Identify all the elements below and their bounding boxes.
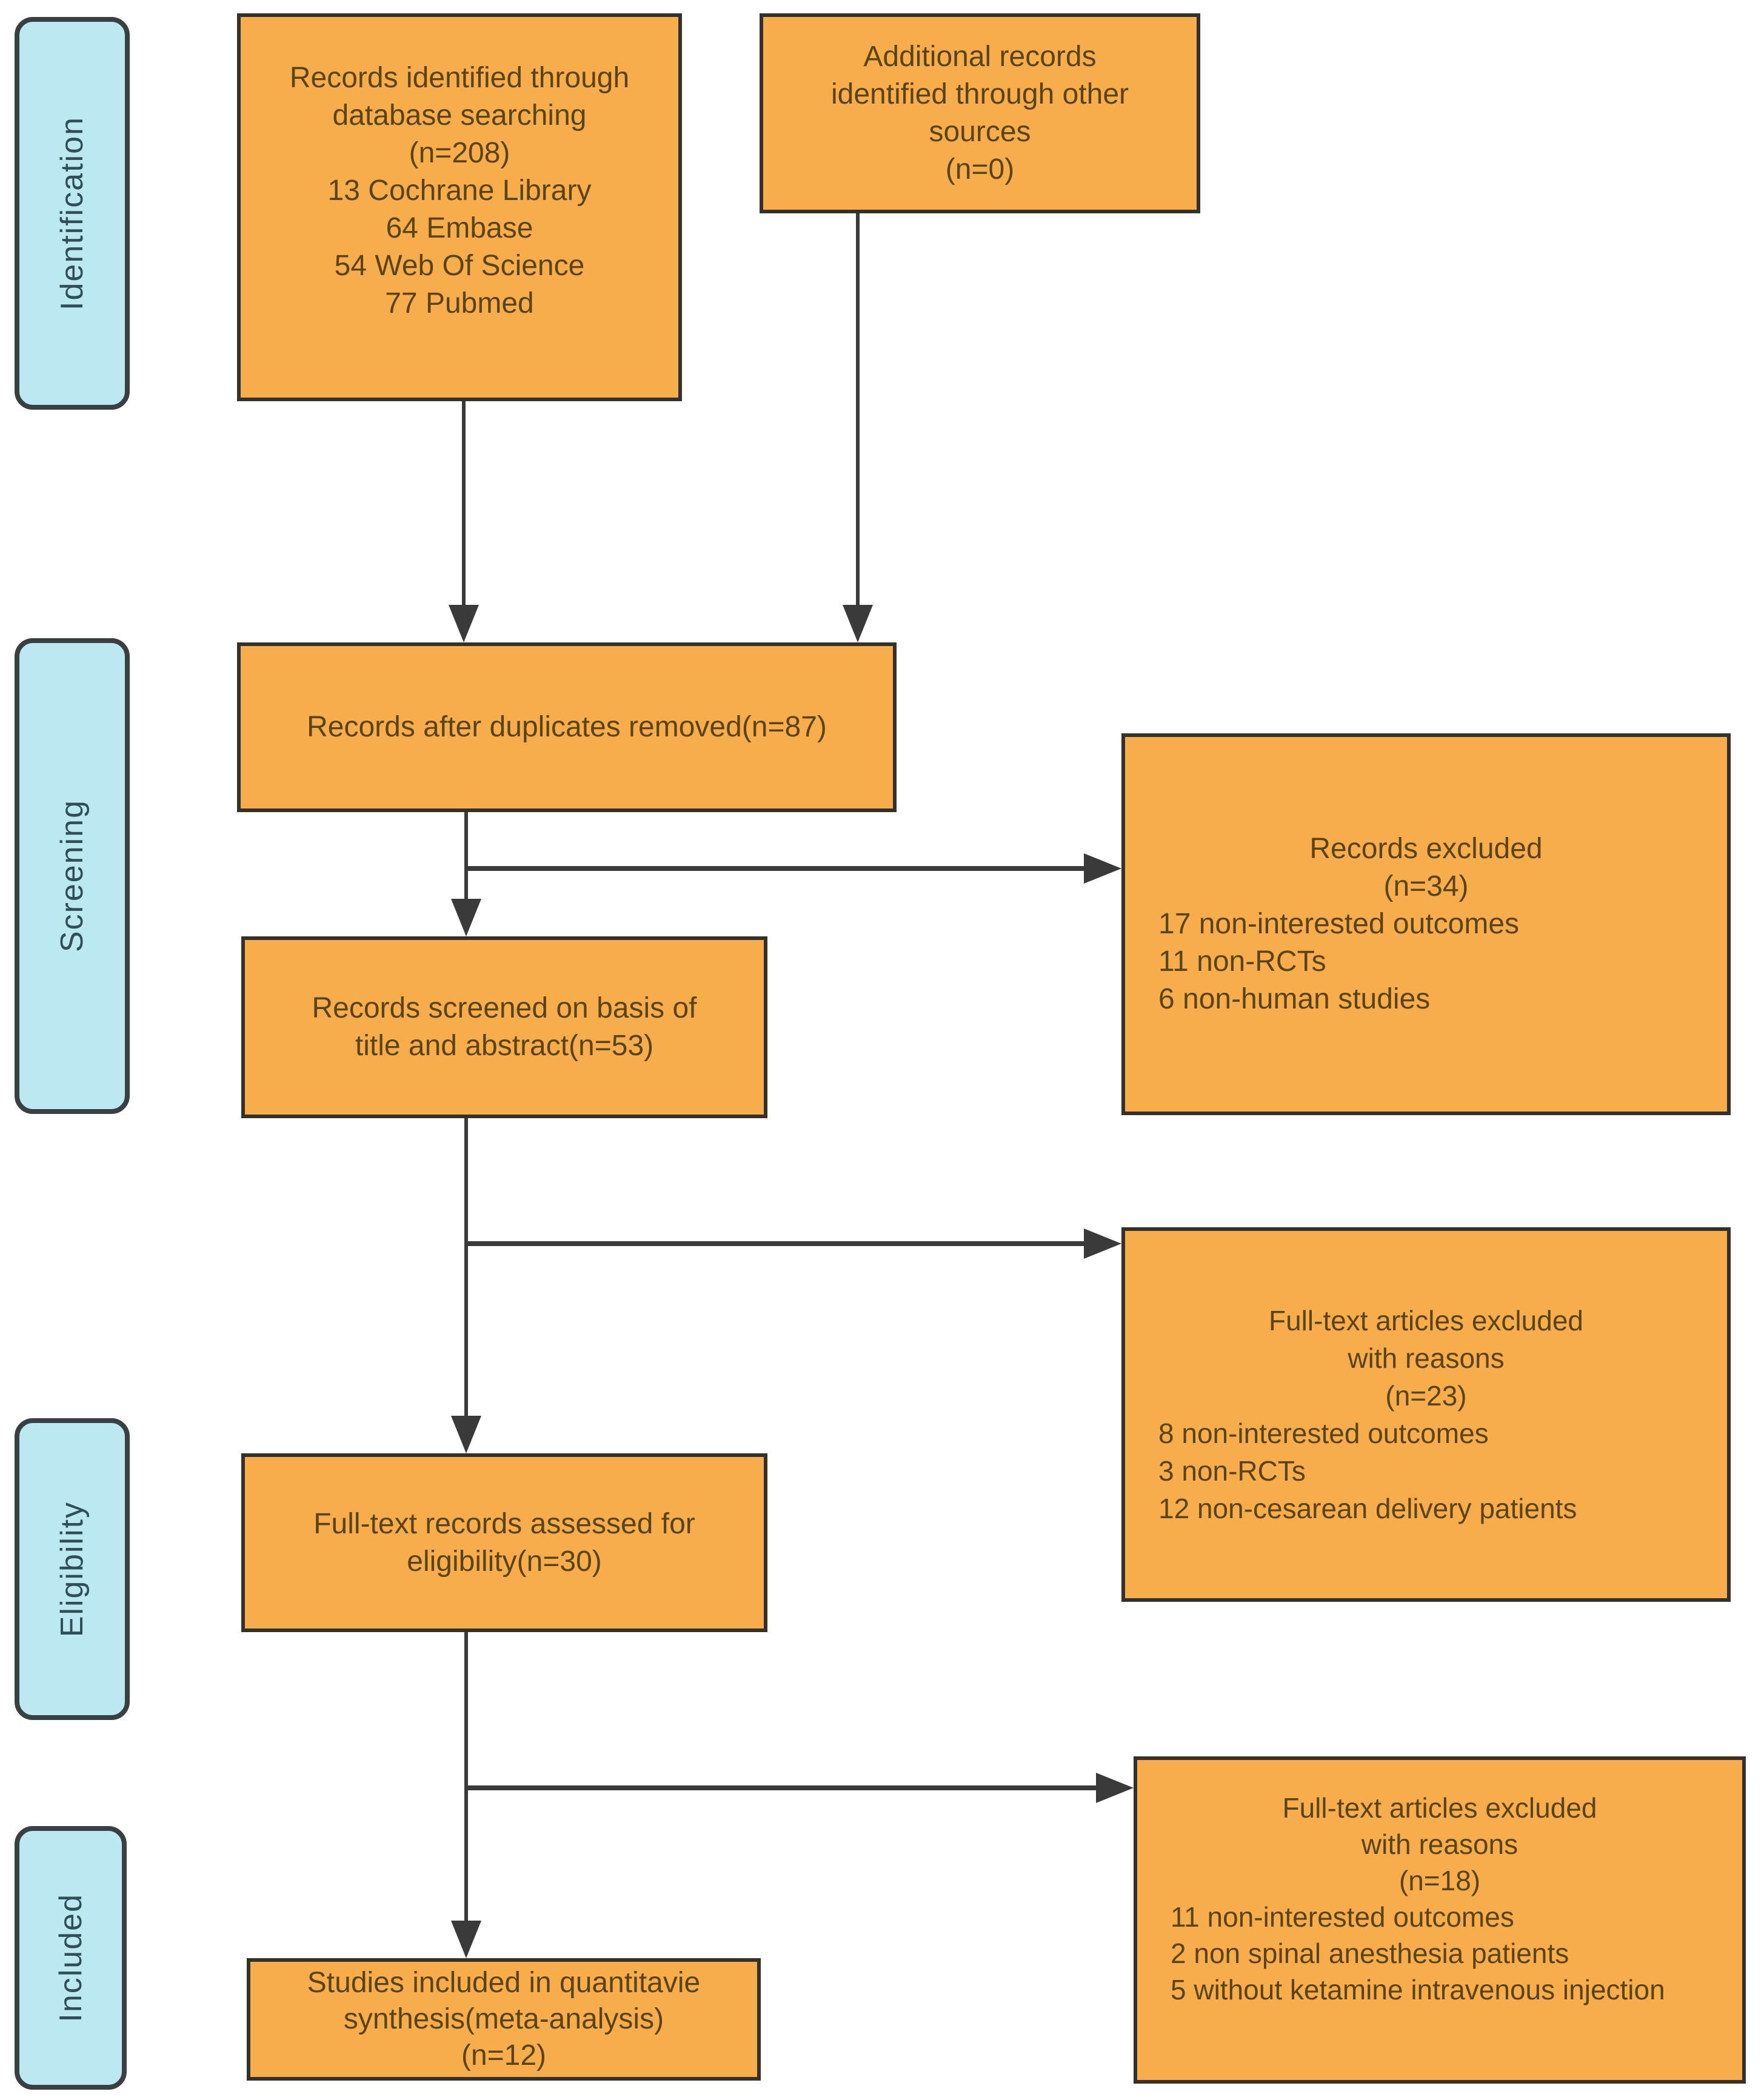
box-fulltext-excluded-23: Full-text articles excluded with reasons… xyxy=(1121,1227,1731,1602)
stage-included: Included xyxy=(15,1826,127,2090)
text-line: 3 non-RCTs xyxy=(1158,1455,1306,1487)
text-line: 8 non-interested outcomes xyxy=(1158,1418,1489,1449)
stage-eligibility: Eligibility xyxy=(15,1418,130,1720)
stage-included-label: Included xyxy=(53,1893,89,2022)
text-line: 54 Web Of Science xyxy=(334,250,585,282)
arrow-assessed-to-included-line xyxy=(464,1632,468,1921)
arrow-branch-fulltext-excluded23-line xyxy=(466,1241,1084,1246)
arrow-branch-fulltext-excluded18-line xyxy=(466,1785,1096,1790)
text-line: 2 non spinal anesthesia patients xyxy=(1171,1938,1569,1969)
text-line: (n=0) xyxy=(945,153,1015,185)
box-fulltext-assessed: Full-text records assessed for eligibili… xyxy=(241,1453,767,1632)
arrow-duplicates-to-screened-line xyxy=(464,812,468,899)
arrow-duplicates-to-screened-head xyxy=(451,899,481,936)
text-line: (n=12) xyxy=(461,2039,547,2072)
text-line: identified through other xyxy=(830,78,1129,110)
text-line: 17 non-interested outcomes xyxy=(1158,908,1520,940)
arrow-branch-fulltext-excluded23-head xyxy=(1084,1228,1121,1259)
text-line: Full-text articles excluded xyxy=(1282,1792,1597,1824)
text-line: (n=208) xyxy=(409,137,510,169)
arrow-othersources-head xyxy=(843,605,873,642)
stage-screening-label: Screening xyxy=(55,799,90,953)
text-line: with reasons xyxy=(1361,1828,1518,1860)
box-fulltext-excluded-18: Full-text articles excluded with reasons… xyxy=(1134,1756,1746,2084)
arrow-dbsearch-line xyxy=(462,401,466,605)
arrow-screened-to-assessed-head xyxy=(451,1416,481,1453)
text-line: Records screened on basis of xyxy=(312,992,697,1024)
arrow-othersources-line xyxy=(856,213,860,605)
text-line: 12 non-cesarean delivery patients xyxy=(1158,1493,1577,1524)
text-line: 11 non-interested outcomes xyxy=(1171,1901,1514,1933)
arrow-screened-to-assessed-line xyxy=(464,1118,468,1416)
text-line: title and abstract(n=53) xyxy=(355,1030,654,1062)
arrow-branch-fulltext-excluded18-head xyxy=(1096,1773,1134,1803)
text-line: (n=34) xyxy=(1383,870,1469,902)
stage-identification-label: Identification xyxy=(55,116,90,310)
stage-identification: Identification xyxy=(15,17,130,410)
text-line: Records excluded xyxy=(1309,833,1543,865)
stage-screening: Screening xyxy=(15,638,130,1114)
text-line: 13 Cochrane Library xyxy=(327,175,592,207)
arrow-branch-records-excluded-line xyxy=(466,866,1084,871)
text-line: Full-text articles excluded xyxy=(1269,1305,1583,1336)
text-line: database searching xyxy=(332,99,587,132)
box-records-identified: Records identified through database sear… xyxy=(237,13,682,401)
text-line: (n=18) xyxy=(1398,1865,1481,1896)
text-line: sources xyxy=(929,116,1031,148)
box-records-excluded: Records excluded (n=34) 17 non-intereste… xyxy=(1121,733,1731,1115)
stage-eligibility-label: Eligibility xyxy=(55,1501,90,1638)
text-line: 6 non-human studies xyxy=(1158,983,1431,1015)
box-after-duplicates: Records after duplicates removed(n=87) xyxy=(237,642,897,812)
text-line: with reasons xyxy=(1348,1342,1505,1374)
text-line: Full-text records assessed for xyxy=(313,1507,695,1540)
arrow-assessed-to-included-head xyxy=(451,1921,481,1958)
text-line: (n=23) xyxy=(1385,1380,1467,1412)
box-studies-included: Studies included in quantitavie synthesi… xyxy=(247,1958,761,2081)
box-records-screened: Records screened on basis of title and a… xyxy=(241,936,767,1118)
text-line: eligibility(n=30) xyxy=(407,1545,602,1578)
text-line: 64 Embase xyxy=(386,212,533,244)
arrow-dbsearch-head xyxy=(449,605,479,642)
text-line: 77 Pubmed xyxy=(385,287,534,319)
text-line: 11 non-RCTs xyxy=(1158,945,1326,978)
box-additional-records: Additional records identified through ot… xyxy=(760,13,1200,213)
text-line: Studies included in quantitavie xyxy=(307,1967,701,1999)
text-line: 5 without ketamine intravenous injection xyxy=(1171,1974,1665,2005)
text-line: Records identified through xyxy=(289,62,630,94)
text-line: Additional records xyxy=(863,41,1097,73)
arrow-branch-records-excluded-head xyxy=(1084,853,1121,884)
text-line: Records after duplicates removed(n=87) xyxy=(307,711,827,743)
text-line: synthesis(meta-analysis) xyxy=(343,2003,664,2035)
